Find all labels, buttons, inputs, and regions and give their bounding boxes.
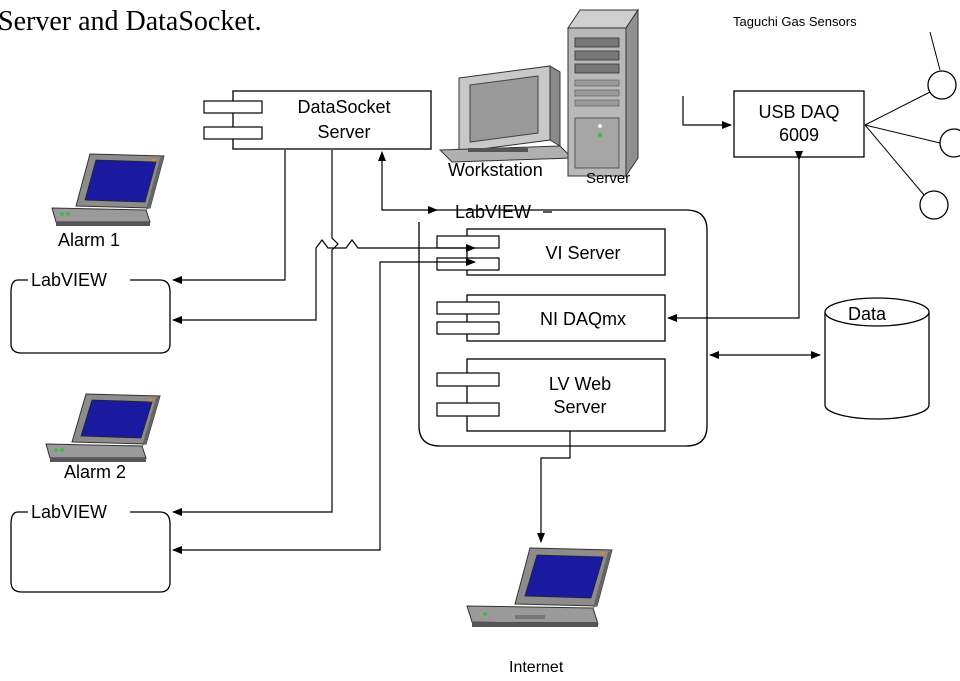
datasocket-server: DataSocket Server xyxy=(203,90,432,150)
sensor-pointer xyxy=(929,31,941,71)
arrow-web-to-internet xyxy=(537,431,571,543)
usb-daq-line2: 6009 xyxy=(779,125,819,145)
alarm2-label: Alarm 2 xyxy=(64,462,126,482)
usb-daq-box: USB DAQ 6009 xyxy=(733,90,865,158)
component-tab xyxy=(436,321,500,335)
workstation-icon xyxy=(438,65,574,163)
alarm1-laptop-icon xyxy=(51,153,165,226)
ni-daqmx-component: NI DAQmx xyxy=(436,294,666,342)
sensor-1 xyxy=(927,70,957,100)
sensor-3 xyxy=(919,190,949,220)
component-tab xyxy=(436,257,500,271)
alarm1-labview-frame: LabVIEW xyxy=(10,270,171,354)
component-tab xyxy=(436,235,500,249)
datasocket-line1: DataSocket xyxy=(297,97,390,117)
arrow-daq-to-daqmx xyxy=(667,151,803,322)
gas-sensors: Taguchi Gas Sensors xyxy=(733,14,960,220)
ni-daqmx-label: NI DAQmx xyxy=(540,309,626,329)
sensor-wire-2 xyxy=(864,124,941,144)
arrow-server-to-daq xyxy=(682,96,732,129)
vi-server-component: VI Server xyxy=(436,228,666,276)
vi-server-label: VI Server xyxy=(545,243,620,263)
arrow-ds-to-alarm1 xyxy=(172,150,286,284)
internet-laptop-icon xyxy=(466,547,613,627)
sensor-wire-3 xyxy=(864,124,925,196)
component-tab xyxy=(203,126,263,140)
internet-label: Internet xyxy=(509,659,564,676)
sensor-wire-1 xyxy=(864,91,931,126)
sensors-title: Taguchi Gas Sensors xyxy=(733,14,857,29)
web-server-line1: LV Web xyxy=(549,374,611,394)
arrow-datasocket-labview xyxy=(378,151,438,214)
usb-daq-line1: USB DAQ xyxy=(758,102,839,122)
header-text: Server and DataSocket. xyxy=(0,6,262,37)
connectors xyxy=(172,96,821,554)
alarm1-label: Alarm 1 xyxy=(58,230,120,250)
data-store-label: Data xyxy=(848,304,887,324)
component-tab xyxy=(436,301,500,315)
sensor-2 xyxy=(939,128,960,158)
component-tab xyxy=(203,100,263,114)
web-server-line2: Server xyxy=(553,397,606,417)
component-tab xyxy=(436,402,500,417)
component-tab xyxy=(436,372,500,387)
workstation-label: Workstation xyxy=(448,160,543,180)
alarm1-labview-title: LabVIEW xyxy=(31,270,107,290)
data-store: Data xyxy=(824,297,930,420)
alarm2-labview-frame: LabVIEW xyxy=(10,502,171,593)
alarm2-laptop-icon xyxy=(45,393,161,462)
main-labview-title: LabVIEW xyxy=(455,202,531,222)
datasocket-line2: Server xyxy=(317,122,370,142)
arrow-alarm2-to-vi xyxy=(172,258,476,554)
alarm2-labview-title: LabVIEW xyxy=(31,502,107,522)
server-label: Server xyxy=(586,170,630,187)
arrow-ds-to-alarm2 xyxy=(172,150,339,516)
server-tower-icon xyxy=(567,8,639,178)
lv-web-server-component: LV Web Server xyxy=(436,358,666,432)
